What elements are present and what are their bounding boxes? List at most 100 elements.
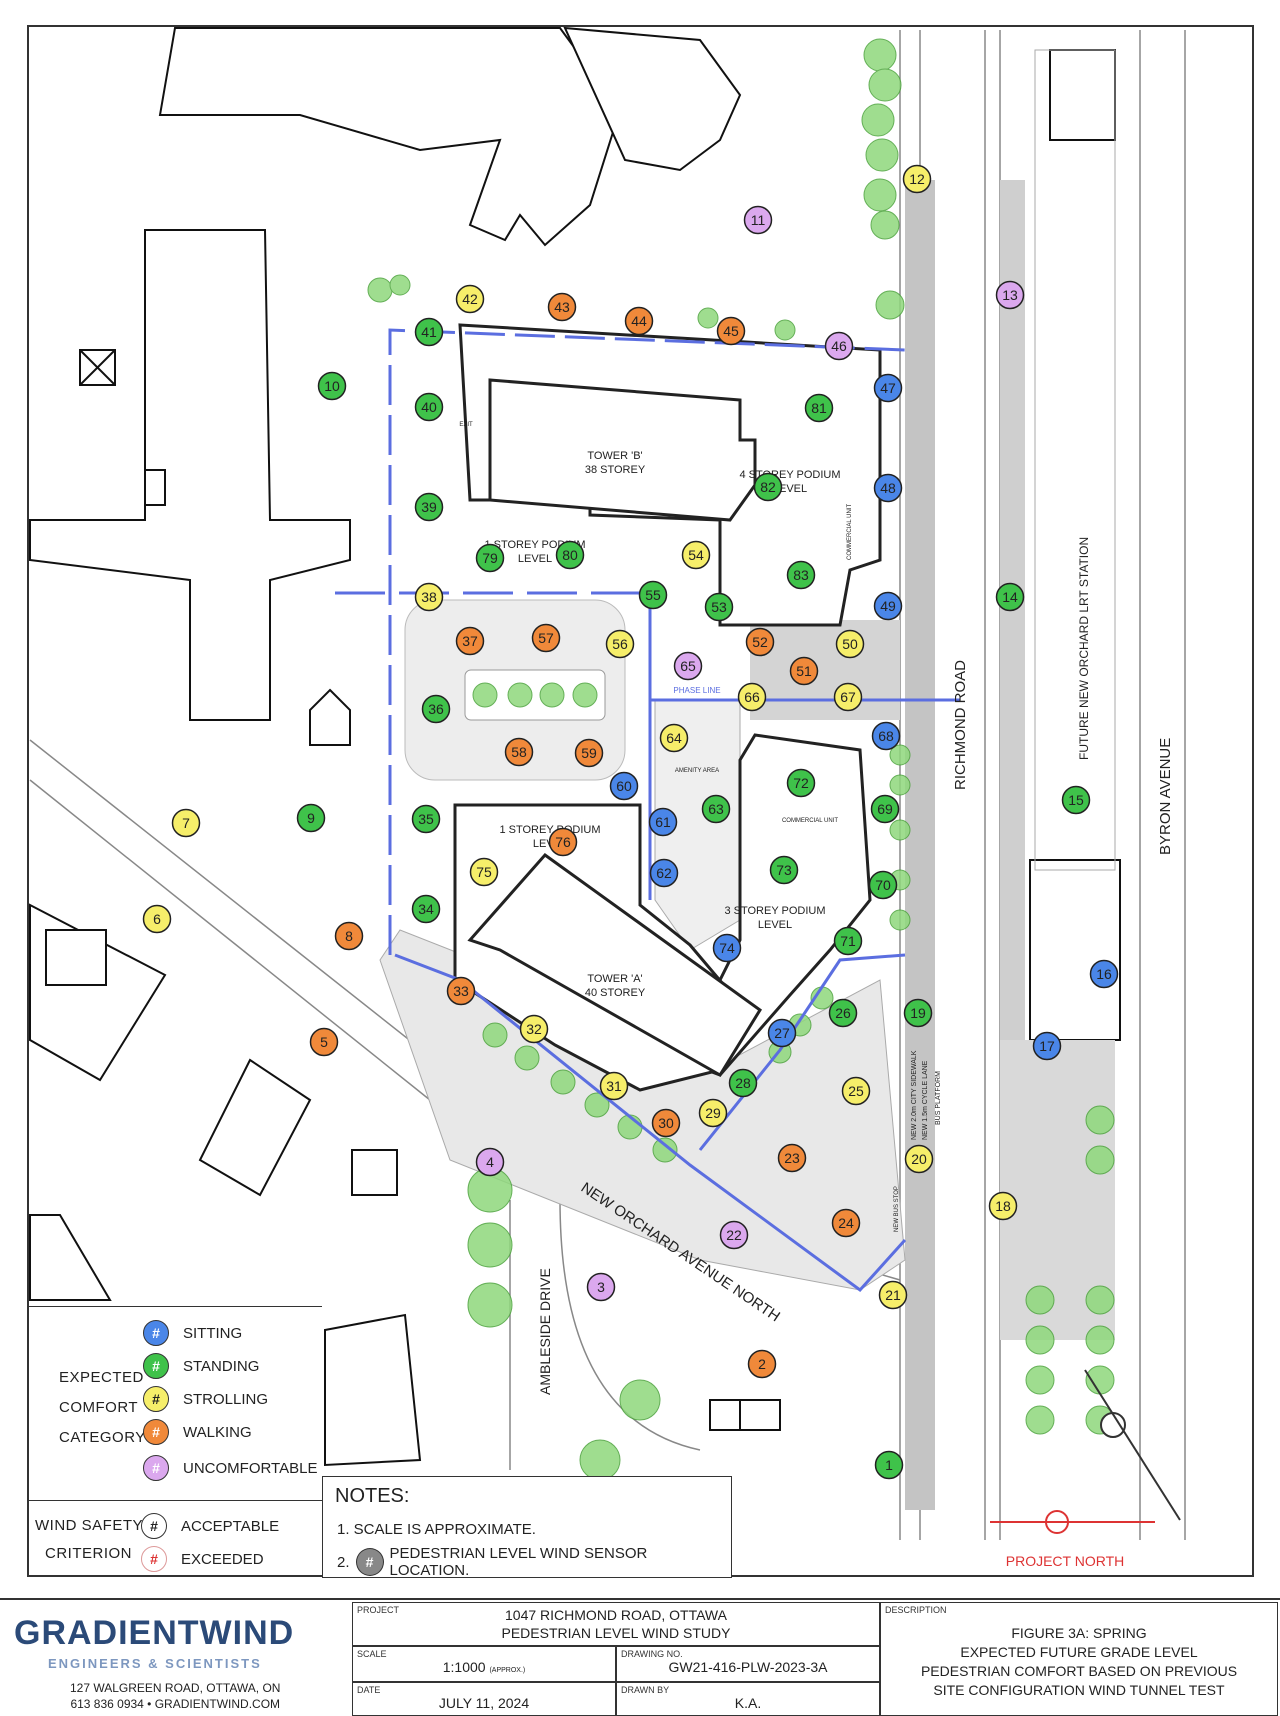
sensor-number: 26 <box>835 1005 851 1021</box>
wind-sensor-28: 28 <box>728 1068 758 1098</box>
sensor-standing-marker <box>728 1068 758 1098</box>
sensor-number: 46 <box>831 338 847 354</box>
sensor-number: 70 <box>875 877 891 893</box>
sensor-number: 19 <box>910 1005 926 1021</box>
company-tagline: ENGINEERS & SCIENTISTS <box>48 1656 262 1671</box>
sensor-strolling-marker <box>469 857 499 887</box>
sensor-walking-marker <box>745 627 775 657</box>
wind-sensor-48: 48 <box>873 473 903 503</box>
sensor-number: 6 <box>153 911 161 927</box>
bus-platform-label: BUS PLATFORM <box>935 1071 942 1125</box>
wind-sensor-60: 60 <box>609 771 639 801</box>
sensor-standing-marker <box>638 580 668 610</box>
wind-sensor-8: 8 <box>334 921 364 951</box>
wind-sensor-36: 36 <box>421 694 451 724</box>
wind-sensor-19: 19 <box>903 998 933 1028</box>
wind-sensor-63: 63 <box>701 794 731 824</box>
richmond-sidewalk <box>905 180 935 1510</box>
plaza-paving <box>750 620 900 720</box>
sensor-standing-marker <box>995 582 1025 612</box>
sensor-number: 67 <box>840 689 856 705</box>
wind-sensor-45: 45 <box>716 316 746 346</box>
wind-sensor-82: 82 <box>753 472 783 502</box>
address-line-1: 127 WALGREEN ROAD, OTTAWA, ON <box>70 1681 281 1695</box>
sensor-number: 44 <box>631 313 647 329</box>
sensor-standing-marker <box>421 694 451 724</box>
sensor-number: 21 <box>885 1287 901 1303</box>
podium-b-label: 4 STOREY PODIUM <box>739 469 840 481</box>
sensor-number: 41 <box>421 324 437 340</box>
sensor-standing-marker <box>1061 785 1091 815</box>
sensor-number: 29 <box>705 1105 721 1121</box>
sensor-sitting-marker <box>871 721 901 751</box>
sensor-number: 22 <box>726 1227 742 1243</box>
sensor-number: 8 <box>345 928 353 944</box>
wind-sensor-2: 2 <box>747 1349 777 1379</box>
sensor-standing-marker <box>769 855 799 885</box>
wind-sensor-83: 83 <box>786 560 816 590</box>
wind-sensor-74: 74 <box>712 933 742 963</box>
wind-sensor-75: 75 <box>469 857 499 887</box>
sensor-standing-marker <box>786 560 816 590</box>
wind-sensor-64: 64 <box>659 723 689 753</box>
wind-sensor-54: 54 <box>681 540 711 570</box>
sensor-number: 4 <box>486 1154 494 1170</box>
wind-sensor-59: 59 <box>574 738 604 768</box>
richmond-road-label: RICHMOND ROAD <box>952 660 969 790</box>
sensor-walking-marker <box>777 1143 807 1173</box>
sensor-uncomfortable-marker <box>586 1272 616 1302</box>
wind-sensor-81: 81 <box>804 393 834 423</box>
sensor-number: 32 <box>526 1021 542 1037</box>
phase-line-label: PHASE LINE <box>673 686 720 695</box>
sensor-number: 49 <box>880 598 896 614</box>
exit-label: EXIT <box>459 422 473 428</box>
date-value: JULY 11, 2024 <box>438 1695 530 1711</box>
description-line-1: FIGURE 3A: SPRING <box>1011 1625 1147 1641</box>
sensor-number: 45 <box>723 323 739 339</box>
sensor-walking-marker <box>747 1349 777 1379</box>
project-line-2: PEDESTRIAN LEVEL WIND STUDY <box>501 1625 731 1641</box>
sensor-number: 2 <box>758 1356 766 1372</box>
surrounding-buildings <box>29 26 1121 1467</box>
sensor-number: 73 <box>776 862 792 878</box>
title-block: GRADIENTWIND ENGINEERS & SCIENTISTS 127 … <box>0 1598 1280 1716</box>
sensor-standing-marker <box>475 543 505 573</box>
wind-sensor-15: 15 <box>1061 785 1091 815</box>
sensor-walking-marker <box>446 976 476 1006</box>
sensor-number: 55 <box>645 587 661 603</box>
sensor-sitting-marker <box>609 771 639 801</box>
wind-sensor-70: 70 <box>868 870 898 900</box>
sensor-standing-marker <box>411 894 441 924</box>
wind-sensor-40: 40 <box>414 392 444 422</box>
planter <box>464 669 606 721</box>
sensor-standing-marker <box>868 870 898 900</box>
sensor-walking-marker <box>547 292 577 322</box>
sensor-walking-marker <box>334 921 364 951</box>
sensor-number: 36 <box>428 701 444 717</box>
drawn-by-label: DRAWN BY <box>621 1685 670 1695</box>
wind-sensor-65: 65 <box>673 651 703 681</box>
sensor-number: 11 <box>751 212 766 228</box>
sensor-uncomfortable-marker <box>719 1220 749 1250</box>
lrt-station-label: FUTURE NEW ORCHARD LRT STATION <box>1077 537 1091 760</box>
sensor-number: 60 <box>616 778 632 794</box>
wind-sensor-68: 68 <box>871 721 901 751</box>
sensor-number: 18 <box>995 1198 1011 1214</box>
legend-item-strolling: # STROLLING <box>143 1385 268 1413</box>
sensor-number: 10 <box>324 378 340 394</box>
acceptable-marker-icon: # <box>141 1513 167 1539</box>
sensor-marker-icon: # <box>355 1548 384 1576</box>
sensor-strolling-marker <box>681 540 711 570</box>
wind-sensor-1: 1 <box>874 1450 904 1480</box>
sensor-standing-marker <box>414 392 444 422</box>
legend-title-line-1: EXPECTED <box>59 1369 144 1386</box>
sensor-number: 24 <box>838 1215 854 1231</box>
ambleside-drive-label: AMBLESIDE DRIVE <box>537 1268 553 1395</box>
sensor-strolling-marker <box>659 723 689 753</box>
site-plan-map: TOWER 'B' 38 STOREY 4 STOREY PODIUM LEVE… <box>27 25 1254 1577</box>
sensor-number: 64 <box>666 730 682 746</box>
wind-sensor-37: 37 <box>455 626 485 656</box>
sensor-number: 56 <box>612 636 628 652</box>
sensor-number: 58 <box>511 744 527 760</box>
note-2: 2. # PEDESTRIAN LEVEL WIND SENSOR LOCATI… <box>337 1545 731 1579</box>
